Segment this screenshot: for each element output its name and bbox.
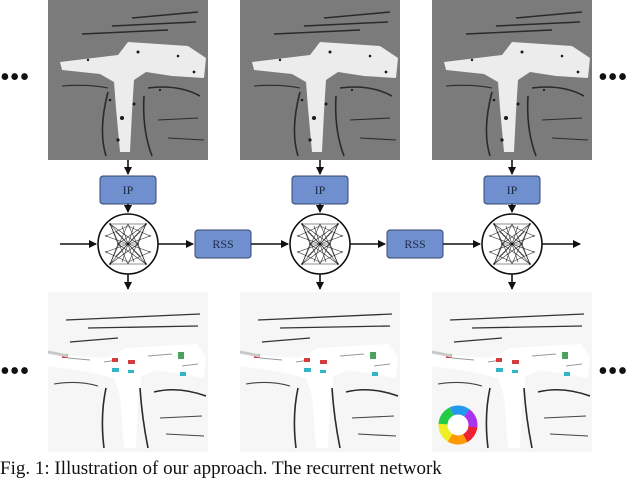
output-map-2: [240, 292, 400, 452]
column-2: IP: [240, 0, 400, 452]
column-3: IP: [432, 0, 592, 452]
ip-box-2: IP: [291, 175, 349, 205]
network-node-2: [289, 213, 351, 275]
rss-box-2: RSS: [386, 229, 444, 259]
ellipsis-left-top: •••: [0, 62, 29, 93]
ip-label-2: IP: [315, 183, 326, 197]
recurrent-flow: RSS RSS: [60, 229, 581, 259]
figure-caption: Fig. 1: Illustration of our approach. Th…: [0, 458, 442, 479]
output-map-3: [432, 292, 592, 452]
ip-box-3: IP: [483, 175, 541, 205]
input-map-1: [48, 0, 208, 160]
ip-label-3: IP: [507, 183, 518, 197]
rss-label-1: RSS: [212, 237, 233, 251]
ip-box-1: IP: [99, 175, 157, 205]
color-wheel-icon: [438, 405, 478, 445]
ip-label-1: IP: [123, 183, 134, 197]
ellipsis-right-bottom: •••: [598, 356, 627, 387]
input-map-2: [240, 0, 400, 160]
ellipsis-left-bottom: •••: [0, 356, 29, 387]
ellipsis-right-top: •••: [598, 62, 627, 93]
column-1: IP: [48, 0, 208, 452]
network-node-3: [481, 213, 543, 275]
output-map-1: [48, 292, 208, 452]
input-map-3: [432, 0, 592, 160]
rss-box-1: RSS: [194, 229, 252, 259]
network-node-1: [97, 213, 159, 275]
rss-label-2: RSS: [404, 237, 425, 251]
